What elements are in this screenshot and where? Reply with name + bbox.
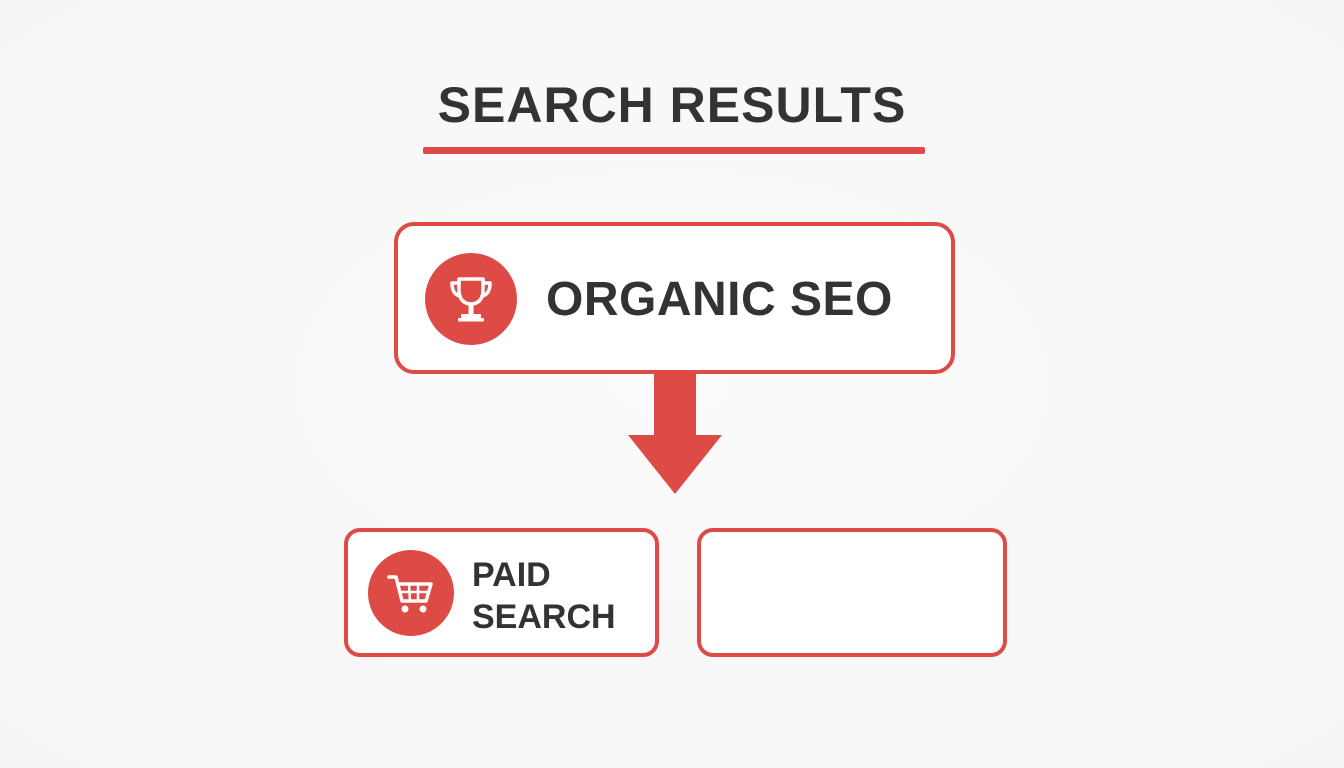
- paid-search-box: PAID SEARCH: [344, 528, 659, 657]
- paid-search-label: PAID SEARCH: [472, 554, 616, 638]
- paid-search-label-line2: SEARCH: [472, 598, 616, 636]
- down-arrow: [628, 374, 722, 494]
- empty-box: [697, 528, 1007, 657]
- diagram-title: SEARCH RESULTS: [437, 77, 907, 133]
- organic-seo-label: ORGANIC SEO: [546, 273, 893, 326]
- shopping-cart-icon: [368, 550, 454, 636]
- organic-seo-box: ORGANIC SEO: [394, 222, 955, 374]
- trophy-icon: [425, 253, 517, 345]
- paid-search-label-line1: PAID: [472, 556, 551, 594]
- title-underline: [423, 147, 925, 154]
